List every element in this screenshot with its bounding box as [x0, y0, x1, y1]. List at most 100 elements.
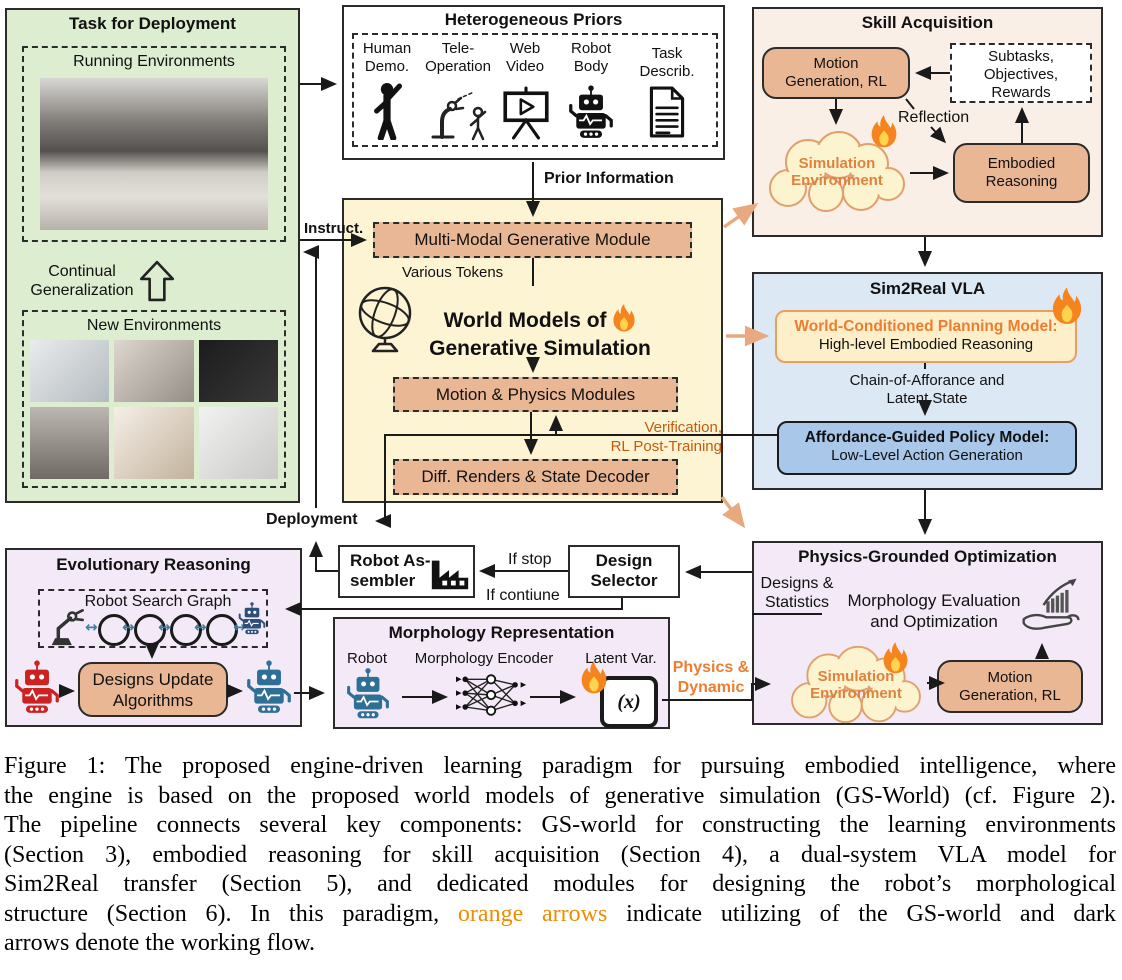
- chain-of-affordance-label: Chain-of-Afforance and Latent State: [849, 372, 1005, 407]
- morphology-encoder-label: Morphology Encoder: [414, 650, 554, 667]
- arrow-ifcontinue: [285, 598, 623, 616]
- instruct-label: Instruct.: [304, 220, 364, 237]
- prior-information-label: Prior Information: [544, 170, 674, 187]
- skill-acquisition-title: Skill Acquisition: [861, 13, 994, 32]
- morphology-representation-title: Morphology Representation: [388, 623, 615, 642]
- figure-caption: Figure 1: The proposed engine-driven lea…: [4, 752, 1116, 959]
- motion-physics-modules: Motion & Physics Modules: [393, 377, 678, 412]
- double-arrow-icon: ↔: [233, 618, 246, 636]
- multi-modal-generative-module: Multi-Modal Generative Module: [373, 222, 692, 258]
- up-arrow-icon: [139, 260, 175, 302]
- new-environments-label: New Environments: [86, 317, 222, 334]
- person-icon: [374, 83, 403, 140]
- designs-update-algorithms-box: Designs Update Algorithms: [78, 662, 228, 717]
- running-env-photo: [40, 78, 268, 230]
- search-node: [206, 614, 238, 646]
- design-selector-label: Design Selector: [590, 551, 658, 590]
- globe-icon: [358, 286, 412, 353]
- fire-icon: [871, 115, 897, 148]
- robot-icon: [569, 85, 613, 138]
- physics-grounded-title: Physics-Grounded Optimization: [798, 547, 1057, 566]
- robot-icon: [347, 668, 389, 719]
- new-env-photo-5: [114, 407, 194, 479]
- physics-sim-env-label: Simulation Environment: [810, 668, 902, 702]
- prior-label-task-describ: Task Describ.: [639, 45, 695, 80]
- video-screen-icon: [503, 86, 549, 140]
- design-selector-box: [568, 545, 680, 598]
- deployment-label: Deployment: [266, 511, 358, 528]
- prior-label-web-video: Web Video: [505, 40, 545, 75]
- new-env-photo-1: [30, 340, 110, 402]
- caption-line: (Section 3), embodied reasoning for skil…: [4, 841, 1116, 868]
- priors-items-box: [352, 33, 718, 147]
- physics-dynamic-label: Physics & Dynamic: [672, 659, 750, 696]
- search-node: [98, 614, 130, 646]
- robot-arm-icon: [51, 609, 84, 646]
- caption-line: arrows denote the working flow.: [4, 930, 316, 956]
- robot-label: Robot: [346, 650, 388, 667]
- reflection-label: Reflection: [898, 109, 970, 126]
- diff-renders-state-decoder: Diff. Renders & State Decoder: [393, 459, 678, 495]
- evolutionary-reasoning-title: Evolutionary Reasoning: [56, 555, 251, 574]
- if-stop-label: If stop: [508, 551, 552, 568]
- policy-box-subtitle: Low-Level Action Generation: [831, 447, 1023, 464]
- new-environments-box: [22, 310, 286, 488]
- if-continue-label: If contiune: [486, 587, 560, 604]
- document-icon: [649, 86, 685, 138]
- physics-motion-gen-box: Motion Generation, RL: [937, 660, 1083, 713]
- search-node: [170, 614, 202, 646]
- running-environments-label: Running Environments: [73, 53, 235, 70]
- planning-box-subtitle: High-level Embodied Reasoning: [818, 336, 1034, 353]
- double-arrow-icon: ↔: [85, 618, 98, 636]
- new-env-photo-4: [30, 407, 110, 479]
- fire-icon: [883, 642, 908, 674]
- heterogeneous-priors-title: Heterogeneous Priors: [444, 10, 623, 29]
- robot-search-graph-label: Robot Search Graph: [84, 593, 232, 610]
- caption-line: the engine is based on the proposed worl…: [4, 782, 1116, 809]
- fire-icon: [581, 661, 607, 694]
- embodied-reasoning-box: Embodied Reasoning: [953, 143, 1090, 203]
- new-env-photo-2: [114, 340, 194, 402]
- verification-label: Verification, RL Post-Training: [610, 419, 722, 455]
- caption-line: structure (Section 6). In this paradigm,…: [4, 900, 1116, 927]
- prior-label-robot-body: Robot Body: [570, 40, 612, 75]
- factory-icon: [431, 560, 469, 590]
- caption-line: The pipeline connects several key compon…: [4, 812, 1116, 838]
- robot-assembler-label: Robot As- sembler: [350, 551, 431, 590]
- designs-statistics-label: Designs & Statistics: [760, 575, 834, 611]
- world-models-title: World Models of Generative Simulation: [405, 303, 675, 363]
- affordance-policy-box: Affordance-Guided Policy Model: Low-Leve…: [777, 421, 1077, 475]
- new-env-photo-grid: [30, 340, 278, 479]
- robot-icon: [238, 602, 266, 635]
- sim2real-vla-title: Sim2Real VLA: [869, 279, 986, 298]
- double-arrow-icon: ↔: [194, 618, 207, 636]
- continual-generalization-label: Continual Generalization: [30, 263, 134, 299]
- orange-arrow-to-skill: [722, 202, 759, 229]
- simulation-environment-cloud: [791, 645, 921, 724]
- planning-box-title: World-Conditioned Planning Model:: [794, 318, 1058, 335]
- motion-generation-rl-box: Motion Generation, RL: [762, 47, 910, 99]
- robot-icon: [15, 660, 59, 713]
- policy-box-title: Affordance-Guided Policy Model:: [804, 429, 1050, 446]
- prior-label-tele-operation: Tele- Operation: [425, 40, 491, 75]
- fire-icon: [613, 304, 635, 332]
- new-env-photo-6: [198, 407, 278, 479]
- neural-network-icon: [456, 674, 527, 716]
- caption-line: Figure 1: The proposed engine-driven lea…: [4, 753, 1116, 779]
- robot-icon: [247, 660, 291, 713]
- latent-x-icon: (x): [600, 676, 658, 728]
- double-arrow-icon: ↔: [122, 618, 135, 636]
- hand-chart-icon: [1022, 578, 1080, 630]
- double-arrow-icon: ↔: [158, 618, 171, 636]
- teleoperation-icon: [431, 91, 487, 141]
- morphology-evaluation-label: Morphology Evaluation and Optimization: [847, 591, 1021, 631]
- arrow-assembler-to-deployment: [309, 541, 338, 572]
- orange-arrows-highlight: orange arrows: [457, 900, 608, 927]
- prior-label-human-demo: Human Demo.: [362, 40, 412, 75]
- skill-sim-env-label: Simulation Environment: [791, 155, 883, 189]
- running-environments-box: [22, 46, 286, 242]
- subtasks-objectives-rewards-box: Subtasks, Objectives, Rewards: [950, 43, 1092, 103]
- new-env-photo-3: [198, 340, 278, 402]
- world-conditioned-planning-box: World-Conditioned Planning Model: High-l…: [775, 310, 1077, 363]
